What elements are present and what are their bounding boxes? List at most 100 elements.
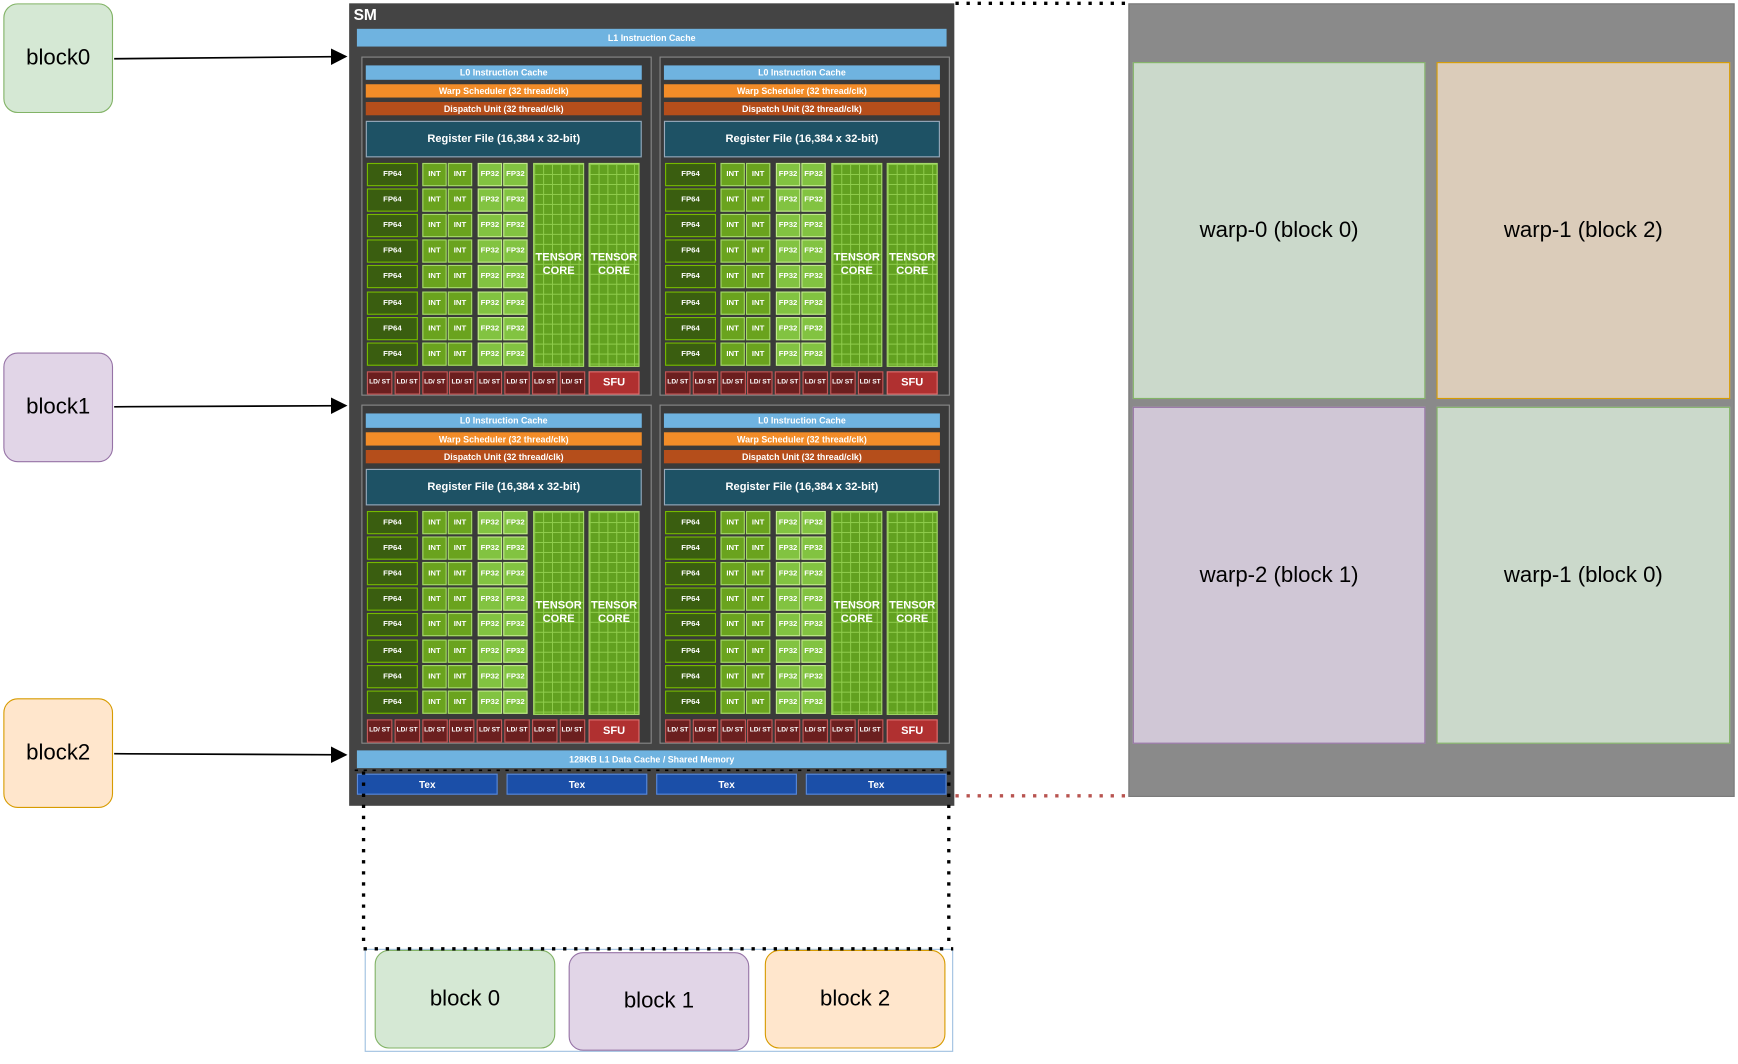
fp64-unit: FP64 [366, 239, 418, 264]
int-unit: INT [745, 690, 771, 714]
int-unit: INT [745, 265, 771, 289]
fp32-unit: FP32 [477, 214, 503, 238]
ld-st-unit: LD/ ST [531, 719, 558, 743]
fp32-unit: FP32 [477, 290, 503, 315]
fp64-unit: FP64 [665, 638, 717, 663]
fp32-unit: FP32 [801, 690, 826, 714]
l0-instruction-cache: L0 Instruction Cache [365, 65, 642, 80]
tex-unit: Tex [356, 773, 498, 795]
tensor-core-label: TENSOR CORE [535, 251, 582, 278]
int-unit: INT [720, 265, 745, 289]
int-unit: INT [720, 562, 745, 586]
tensor-core-label: TENSOR CORE [590, 599, 638, 626]
dispatch-unit: Dispatch Unit (32 thread/clk) [663, 450, 940, 464]
ld-st-unit: LD/ ST [421, 371, 448, 395]
int-unit: INT [720, 188, 745, 212]
tensor-core-label: TENSOR CORE [833, 599, 880, 626]
dispatch-unit: Dispatch Unit (32 thread/clk) [365, 450, 642, 464]
ld-st-unit: LD/ ST [504, 719, 530, 743]
ld-st-unit: LD/ ST [665, 719, 691, 743]
register-file: Register File (16,384 x 32-bit) [663, 120, 940, 158]
fp32-unit: FP32 [477, 587, 503, 612]
fp64-unit: FP64 [665, 162, 717, 187]
fp64-unit: FP64 [665, 265, 717, 289]
fp32-unit: FP32 [503, 562, 528, 586]
ld-st-unit: LD/ ST [449, 719, 475, 743]
int-unit: INT [720, 290, 745, 315]
arrow-block2-to-sm [114, 746, 348, 764]
fp32-unit: FP32 [503, 290, 528, 315]
fp64-unit: FP64 [366, 638, 418, 663]
int-unit: INT [447, 162, 473, 187]
warp-cell: warp-2 (block 1) [1132, 406, 1426, 744]
int-unit: INT [745, 562, 771, 586]
fp32-unit: FP32 [775, 290, 801, 315]
arrow-block0-to-sm [114, 48, 348, 65]
fp32-unit: FP32 [775, 316, 801, 340]
l0-instruction-cache: L0 Instruction Cache [663, 65, 940, 80]
fp32-unit: FP32 [801, 562, 826, 586]
ld-st-unit: LD/ ST [857, 371, 883, 395]
warp-scheduler: Warp Scheduler (32 thread/clk) [663, 432, 940, 446]
fp64-unit: FP64 [665, 214, 717, 238]
sm-label: SM [353, 5, 377, 24]
int-unit: INT [720, 664, 745, 688]
tensor-core: TENSOR CORE [533, 510, 585, 715]
fp32-unit: FP32 [503, 239, 528, 264]
fp32-unit: FP32 [775, 536, 801, 560]
int-unit: INT [720, 214, 745, 238]
int-unit: INT [745, 664, 771, 688]
ld-st-unit: LD/ ST [720, 371, 746, 395]
fp32-unit: FP32 [801, 587, 826, 612]
fp64-unit: FP64 [366, 562, 418, 586]
int-unit: INT [720, 536, 745, 560]
int-unit: INT [745, 510, 771, 535]
int-unit: INT [720, 342, 745, 366]
ld-st-unit: LD/ ST [857, 719, 883, 743]
int-unit: INT [422, 214, 447, 238]
fp32-unit: FP32 [801, 664, 826, 688]
int-unit: INT [447, 664, 473, 688]
fp64-unit: FP64 [366, 613, 418, 637]
tensor-core-label: TENSOR CORE [889, 599, 936, 626]
int-unit: INT [447, 690, 473, 714]
int-unit: INT [422, 162, 447, 187]
tensor-core-label: TENSOR CORE [590, 251, 638, 278]
int-unit: INT [745, 342, 771, 366]
int-unit: INT [422, 510, 447, 535]
warp-panel: warp-0 (block 0) warp-1 (block 2) warp-2… [1128, 3, 1735, 797]
int-unit: INT [720, 613, 745, 637]
fp32-unit: FP32 [477, 265, 503, 289]
fp64-unit: FP64 [665, 587, 717, 612]
ld-st-unit: LD/ ST [665, 371, 691, 395]
tex-unit: Tex [805, 773, 947, 795]
fp32-unit: FP32 [503, 613, 528, 637]
register-file: Register File (16,384 x 32-bit) [365, 120, 642, 158]
fp64-unit: FP64 [665, 316, 717, 340]
fp32-unit: FP32 [801, 239, 826, 264]
warp-cell: warp-1 (block 2) [1436, 62, 1731, 400]
tex-unit: Tex [506, 773, 648, 795]
ld-st-unit: LD/ ST [692, 719, 719, 743]
fp64-unit: FP64 [665, 664, 717, 688]
fp64-unit: FP64 [366, 214, 418, 238]
ld-st-unit: LD/ ST [476, 371, 503, 395]
fp32-unit: FP32 [801, 188, 826, 212]
fp32-unit: FP32 [775, 265, 801, 289]
fp64-unit: FP64 [665, 290, 717, 315]
fp32-unit: FP32 [801, 214, 826, 238]
int-unit: INT [447, 265, 473, 289]
int-unit: INT [720, 316, 745, 340]
block-1-box: block 1 [568, 952, 750, 1051]
int-unit: INT [745, 316, 771, 340]
ld-st-unit: LD/ ST [504, 371, 530, 395]
int-unit: INT [447, 188, 473, 212]
fp32-unit: FP32 [775, 214, 801, 238]
fp64-unit: FP64 [366, 162, 418, 187]
fp64-unit: FP64 [665, 239, 717, 264]
warp-cell: warp-1 (block 0) [1436, 406, 1731, 744]
